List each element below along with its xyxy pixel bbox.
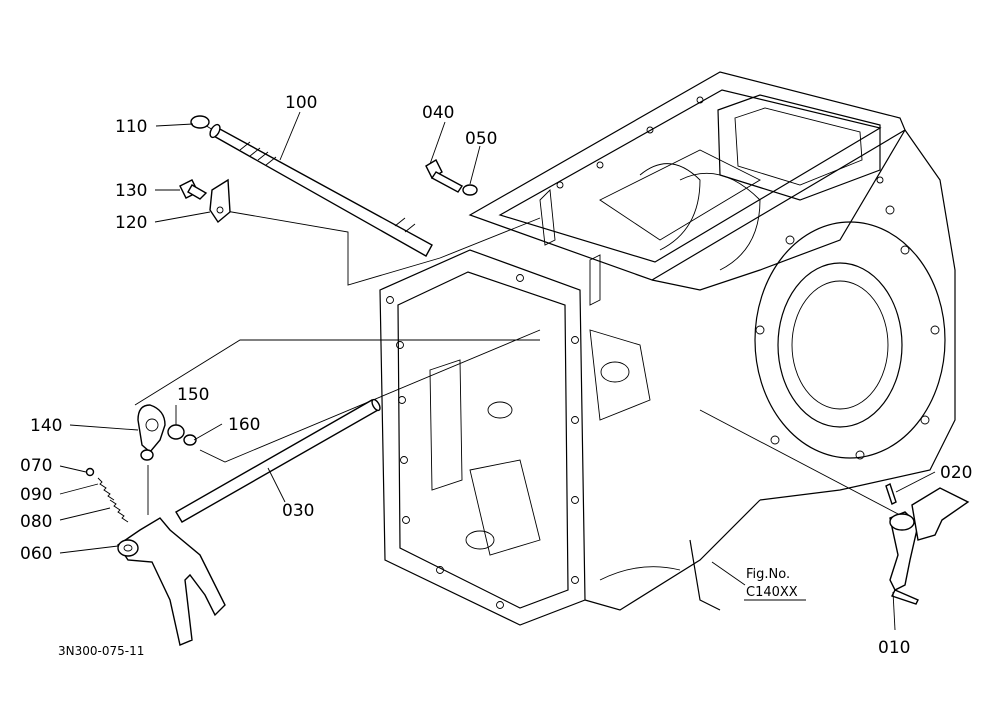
fork-140 bbox=[137, 404, 166, 461]
shaft-030 bbox=[175, 399, 379, 523]
nut-150 bbox=[167, 424, 185, 440]
bolt-040 bbox=[425, 159, 464, 193]
label-160: 160 bbox=[228, 415, 260, 435]
shift-fork-060 bbox=[117, 517, 226, 646]
shaft-100 bbox=[209, 123, 433, 257]
label-010: 010 bbox=[878, 638, 910, 658]
label-100: 100 bbox=[285, 93, 317, 113]
ball-070 bbox=[85, 467, 95, 477]
label-140: 140 bbox=[30, 416, 62, 436]
figure-number: C140XX bbox=[746, 585, 798, 600]
label-030: 030 bbox=[282, 501, 314, 521]
figure-label: Fig.No. bbox=[746, 567, 790, 582]
shift-arm-010 bbox=[889, 511, 919, 605]
spring-090 bbox=[97, 477, 115, 501]
o-ring-110 bbox=[190, 115, 210, 129]
plate-120 bbox=[209, 178, 231, 224]
label-150: 150 bbox=[177, 385, 209, 405]
label-080: 080 bbox=[20, 512, 52, 532]
washer-160 bbox=[183, 434, 197, 446]
figure-reference: Fig.No. C140XX bbox=[744, 567, 806, 601]
label-120: 120 bbox=[115, 213, 147, 233]
label-060: 060 bbox=[20, 544, 52, 564]
spring-080 bbox=[109, 499, 129, 523]
callout-leaders bbox=[59, 111, 936, 631]
leader-lines bbox=[134, 124, 901, 516]
label-050: 050 bbox=[465, 129, 497, 149]
label-020: 020 bbox=[940, 463, 972, 483]
part-labels: 110 100 130 120 040 050 140 150 160 070 … bbox=[20, 93, 972, 658]
washer-050 bbox=[462, 184, 478, 196]
label-040: 040 bbox=[422, 103, 454, 123]
drawing-code: 3N300-075-11 bbox=[58, 644, 144, 658]
label-070: 070 bbox=[20, 456, 52, 476]
label-130: 130 bbox=[115, 181, 147, 201]
bolt-130 bbox=[179, 179, 208, 200]
label-110: 110 bbox=[115, 117, 147, 137]
label-090: 090 bbox=[20, 485, 52, 505]
pin-020 bbox=[885, 483, 897, 505]
bracket-020 bbox=[911, 487, 970, 541]
transmission-case bbox=[379, 71, 956, 626]
